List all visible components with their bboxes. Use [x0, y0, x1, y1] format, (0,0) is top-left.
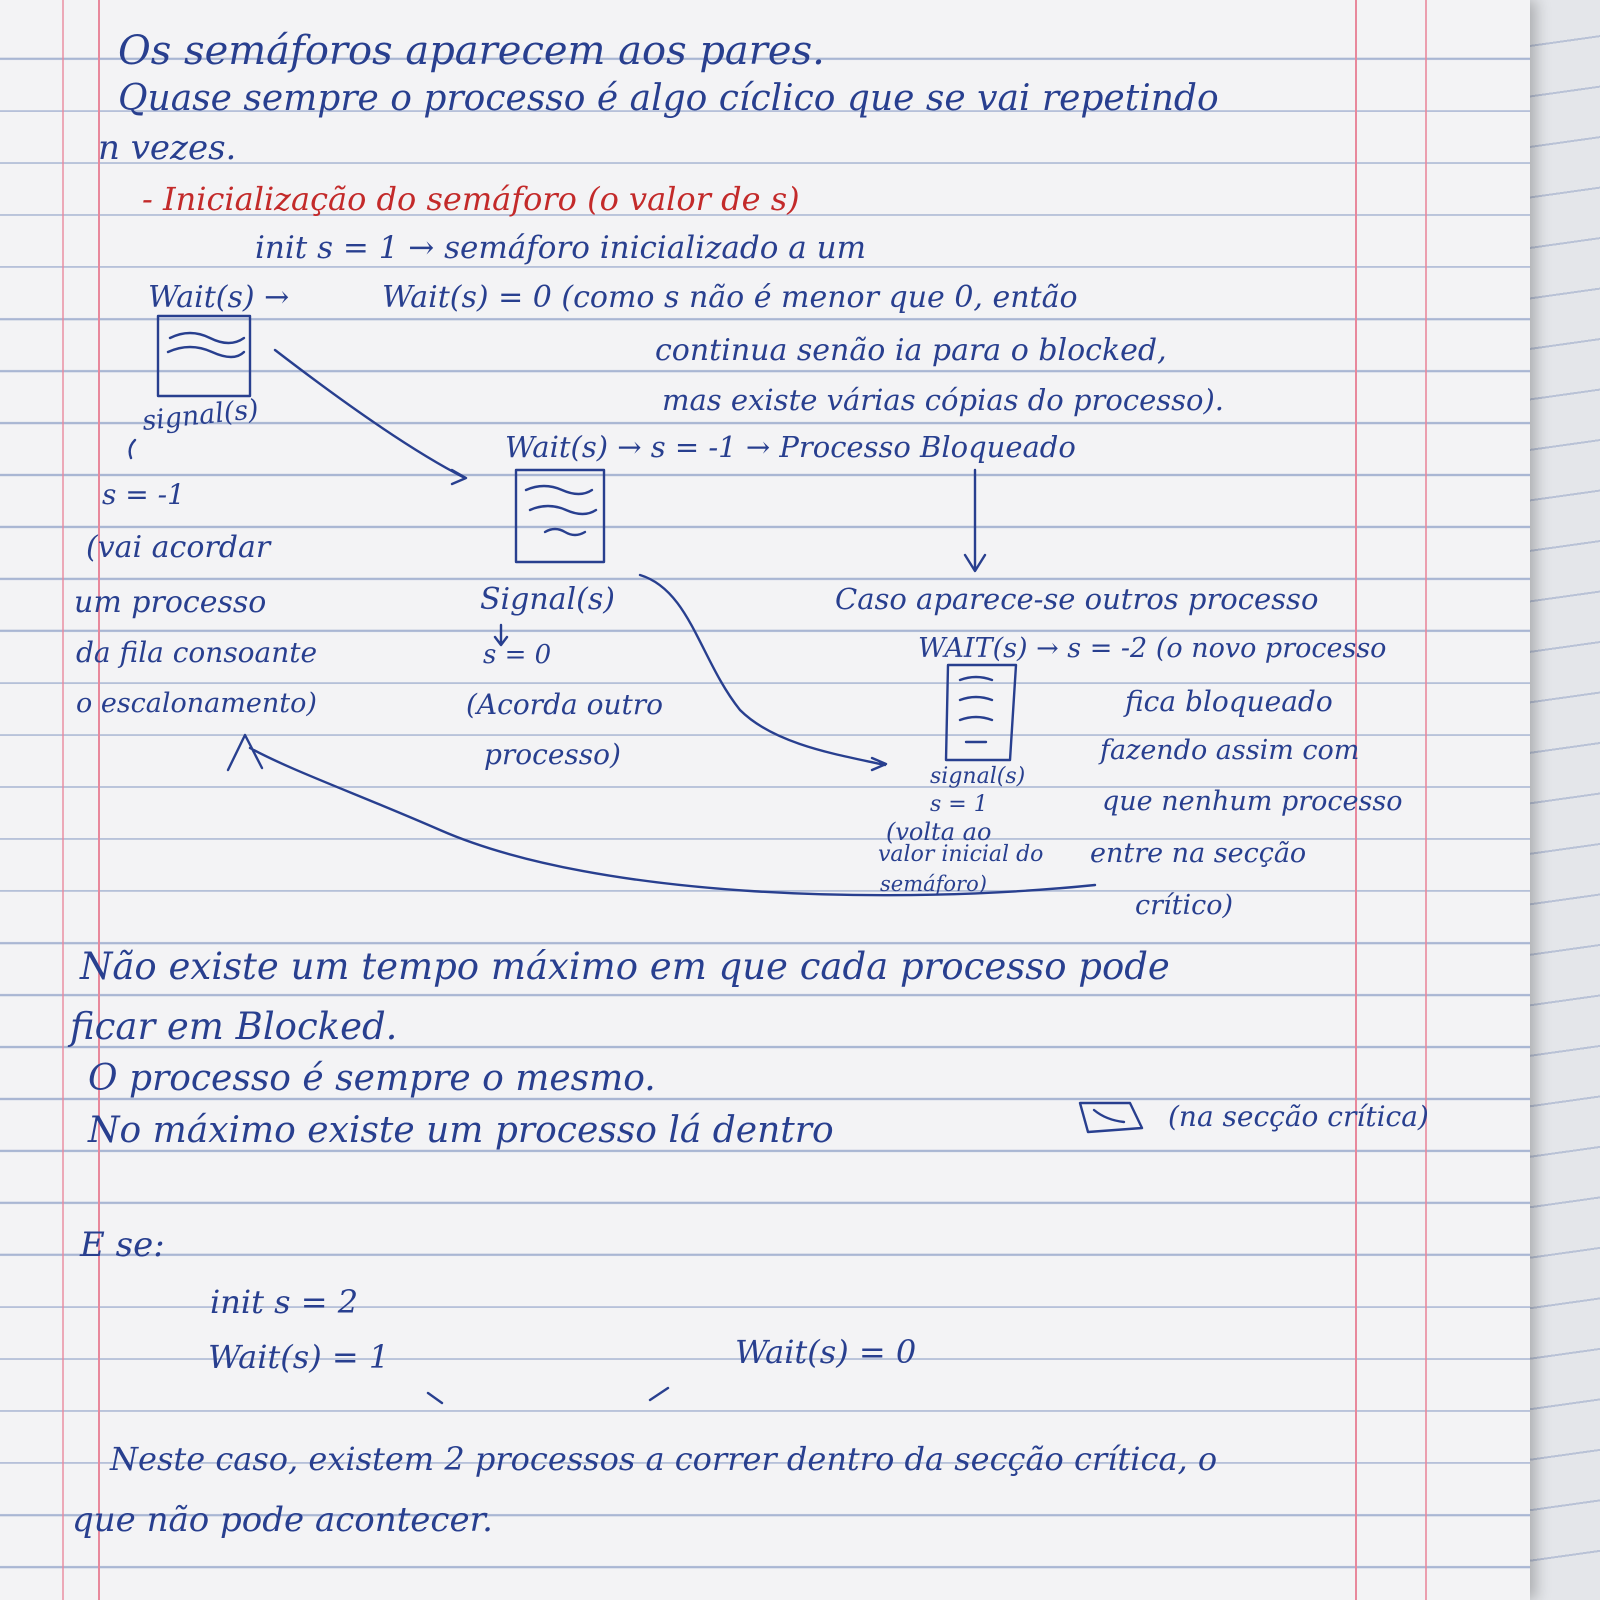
- line-continua: continua senão ia para o blocked,: [655, 333, 1167, 368]
- acordar-line-1: (vai acordar: [86, 530, 271, 565]
- line-nao-existe: Não existe um tempo máximo em que cada p…: [80, 945, 1170, 988]
- arrow-box1-to-box2: [273, 348, 468, 486]
- left-margin-line-2: [62, 0, 64, 1600]
- return-arrow-to-left: [226, 733, 1097, 897]
- line-n-vezes: n vezes.: [98, 128, 237, 168]
- hook-left: [128, 438, 137, 460]
- small-down-arrow: [493, 623, 509, 647]
- line-sempre-mesmo: O processo é sempre o mesmo.: [88, 1058, 656, 1099]
- left-margin-line: [98, 0, 100, 1600]
- acordar-line-2: um processo: [74, 585, 267, 620]
- critical-section-box-1: [156, 314, 252, 398]
- signal-mid: Signal(s): [480, 582, 615, 617]
- line-nao-pode: que não pode acontecer.: [72, 1500, 493, 1540]
- small-box-icon: [1078, 1101, 1144, 1134]
- acorda-outro-2: processo): [484, 738, 621, 771]
- wait-equals-zero: Wait(s) = 0 (como s não é menor que 0, e…: [382, 280, 1078, 315]
- line-no-maximo: No máximo existe um processo lá dentro: [88, 1110, 834, 1151]
- fica-4: entre na secção: [1090, 838, 1307, 869]
- line-ficar-blocked: ficar em Blocked.: [70, 1005, 398, 1048]
- right-margin-line: [1355, 0, 1357, 1600]
- acorda-outro-1: (Acorda outro: [466, 688, 663, 721]
- fica-3: que nenhum processo: [1102, 786, 1403, 817]
- line-e-se: E se:: [80, 1225, 165, 1265]
- critical-section-box-2: [514, 468, 606, 564]
- s-zero: s = 0: [483, 640, 552, 670]
- tick-right: [648, 1386, 670, 1402]
- right-margin-line-2: [1425, 0, 1427, 1600]
- fica-5: crítico): [1135, 890, 1234, 921]
- line-wait-0: Wait(s) = 0: [735, 1333, 917, 1371]
- line-varias-copias: mas existe várias cópias do processo).: [662, 383, 1225, 417]
- line-init-s2: init s = 2: [210, 1283, 359, 1321]
- tick-left: [426, 1391, 444, 1405]
- critical-section-box-3: [944, 663, 1018, 762]
- wait-left: Wait(s) →: [148, 280, 290, 315]
- acordar-line-3: da fila consoante: [76, 636, 318, 669]
- heading-inicializacao: - Inicialização do semáforo (o valor de …: [142, 180, 800, 218]
- arrow-bloqueado-down: [963, 468, 987, 573]
- volta-2: valor inicial do: [878, 842, 1044, 867]
- wait-caps: WAIT(s) → s = -2 (o novo processo: [918, 633, 1387, 664]
- fica-2: fazendo assim com: [1100, 735, 1360, 766]
- acordar-line-4: o escalonamento): [76, 688, 317, 719]
- line-processo-ciclico: Quase sempre o processo é algo cíclico q…: [118, 78, 1219, 119]
- s-one: s = 1: [930, 792, 988, 817]
- signal-right: signal(s): [930, 764, 1026, 789]
- volta-3: semáforo): [880, 872, 987, 896]
- wait-processo-bloqueado: Wait(s) → s = -1 → Processo Bloqueado: [505, 430, 1076, 464]
- line-semaforos-pares: Os semáforos aparecem aos pares.: [118, 28, 825, 74]
- line-neste-caso: Neste caso, existem 2 processos a correr…: [110, 1440, 1218, 1478]
- fica-1: fica bloqueado: [1125, 685, 1333, 718]
- line-wait-1: Wait(s) = 1: [208, 1338, 390, 1376]
- line-init-s1: init s = 1 → semáforo inicializado a um: [255, 230, 866, 266]
- s-minus-one: s = -1: [102, 478, 185, 511]
- notebook-page: Os semáforos aparecem aos pares. Quase s…: [0, 0, 1530, 1600]
- volta-1: (volta ao: [886, 818, 992, 846]
- line-seccao-critica: (na secção crítica): [1168, 1100, 1429, 1133]
- arrow-box2-to-box3: [638, 573, 888, 772]
- caso-aparece: Caso aparece-se outros processo: [835, 582, 1319, 616]
